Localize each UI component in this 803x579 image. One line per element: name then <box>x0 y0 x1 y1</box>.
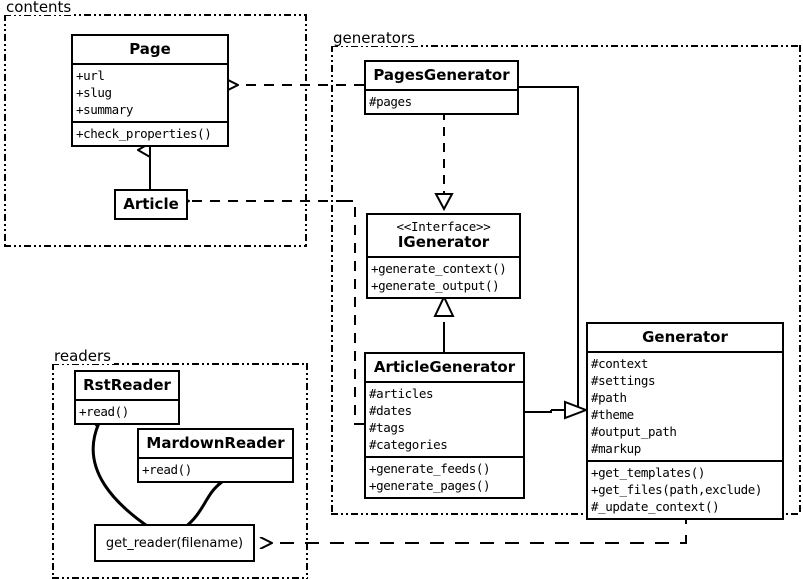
function-box-get-reader[interactable]: get_reader(filename) <box>94 524 255 562</box>
class-name-article-generator: ArticleGenerator <box>373 358 516 376</box>
class-name-igenerator: <<Interface>> IGenerator <box>368 215 519 256</box>
method-item: +check_properties() <box>76 125 212 141</box>
class-box-article-generator[interactable]: ArticleGenerator #articles #dates #tags … <box>364 352 525 499</box>
class-methods-igenerator: +generate_context() +generate_output() <box>368 255 519 297</box>
attribute-item: #path <box>591 389 627 405</box>
method-item: +generate_context() <box>371 260 507 276</box>
class-methods-generator: +get_templates() +get_files(path,exclude… <box>588 459 782 518</box>
class-stereotype-igenerator: <<Interface>> <box>396 219 491 234</box>
attribute-item: #categories <box>369 436 448 452</box>
method-item: #_update_context() <box>591 498 720 514</box>
attribute-item: +url <box>76 67 105 83</box>
attribute-item: #context <box>591 355 649 371</box>
attribute-item: +slug <box>76 84 112 100</box>
method-item: +read() <box>142 461 192 477</box>
class-attributes-generator: #context #settings #path #theme #output_… <box>588 350 782 460</box>
class-methods-mardown-reader: +read() <box>139 456 292 481</box>
class-methods-rst-reader: +read() <box>76 398 178 423</box>
function-label-get-reader: get_reader(filename) <box>105 535 244 551</box>
attribute-item: #settings <box>591 372 656 388</box>
class-box-article[interactable]: Article <box>114 189 188 220</box>
class-name-generator: Generator <box>642 328 728 346</box>
class-attributes-article-generator: #articles #dates #tags #categories <box>366 380 523 456</box>
package-label-generators: generators <box>331 31 418 46</box>
method-item: +generate_output() <box>371 277 500 293</box>
method-item: +get_files(path,exclude) <box>591 481 763 497</box>
class-name-article: Article <box>123 195 179 213</box>
class-attributes-pages-generator: #pages <box>366 88 517 113</box>
package-label-readers: readers <box>52 349 114 364</box>
method-item: +generate_pages() <box>369 477 491 493</box>
class-box-generator[interactable]: Generator #context #settings #path #them… <box>586 322 784 520</box>
attribute-item: +summary <box>76 101 134 117</box>
class-attributes-page: +url +slug +summary <box>73 62 227 121</box>
method-item: +generate_feeds() <box>369 460 491 476</box>
class-name-mardown-reader: MardownReader <box>146 434 285 452</box>
attribute-item: #theme <box>591 406 634 422</box>
class-name-rst-reader: RstReader <box>83 376 171 394</box>
class-box-igenerator[interactable]: <<Interface>> IGenerator +generate_conte… <box>366 213 521 299</box>
attribute-item: #markup <box>591 440 641 456</box>
method-item: +get_templates() <box>591 464 706 480</box>
method-item: +read() <box>79 403 129 419</box>
package-label-contents: contents <box>4 0 75 15</box>
attribute-item: #pages <box>369 93 412 109</box>
attribute-item: #dates <box>369 402 412 418</box>
class-title-igenerator: IGenerator <box>397 233 490 251</box>
class-methods-article-generator: +generate_feeds() +generate_pages() <box>366 455 523 497</box>
class-name-page: Page <box>129 40 171 58</box>
class-box-mardown-reader[interactable]: MardownReader +read() <box>137 428 294 483</box>
attribute-item: #tags <box>369 419 405 435</box>
class-methods-page: +check_properties() <box>73 120 227 145</box>
class-box-pages-generator[interactable]: PagesGenerator #pages <box>364 60 519 115</box>
attribute-item: #articles <box>369 385 434 401</box>
class-name-pages-generator: PagesGenerator <box>373 66 510 84</box>
class-box-rst-reader[interactable]: RstReader +read() <box>74 370 180 425</box>
class-box-page[interactable]: Page +url +slug +summary +check_properti… <box>71 34 229 147</box>
attribute-item: #output_path <box>591 423 677 439</box>
